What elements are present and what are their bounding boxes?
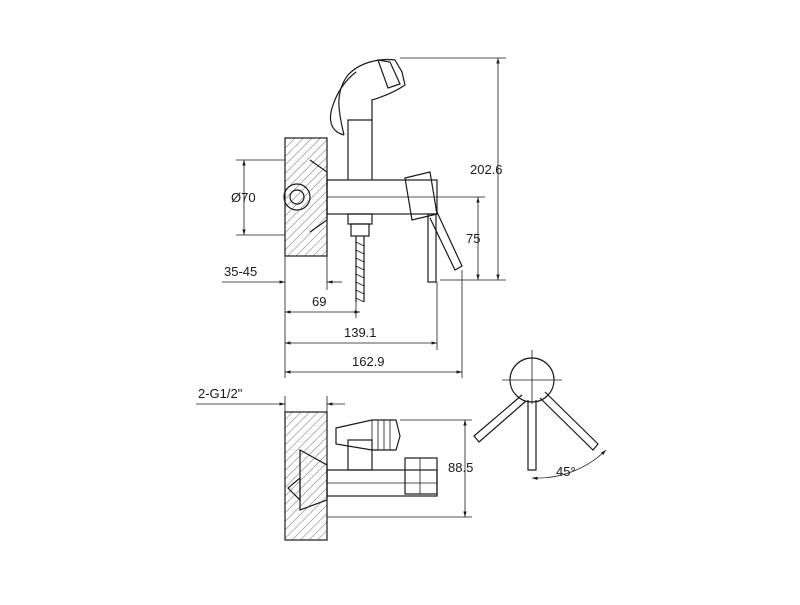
dim-angle: 45° [556, 464, 576, 479]
lever-cap [404, 171, 438, 221]
dim-depth-162: 162.9 [352, 354, 385, 369]
dim-height-total: 202.6 [470, 162, 503, 177]
dim-wall-depth: 35-45 [224, 264, 257, 279]
wall-section [284, 137, 328, 257]
dim-lever-height: 75 [466, 231, 480, 246]
dim-thread: 2-G1/2" [198, 386, 243, 401]
fitting-circle [283, 183, 311, 211]
hand-shower [338, 58, 406, 136]
dim-depth-139: 139.1 [344, 325, 377, 340]
side-view: 202.6 75 Ø70 35-45 69 139.1 162.9 [222, 57, 506, 378]
top-view: 2-G1/2" 88.5 [196, 386, 473, 541]
wall-section-top [284, 411, 328, 541]
lever [427, 213, 437, 283]
dim-top-depth: 88.5 [448, 460, 473, 475]
shower-head-top [335, 419, 401, 451]
hose [355, 236, 365, 302]
rotation-view: 45° [473, 350, 607, 480]
dim-diameter: Ø70 [231, 190, 256, 205]
handle-disc [509, 357, 555, 403]
dim-depth-69: 69 [312, 294, 326, 309]
